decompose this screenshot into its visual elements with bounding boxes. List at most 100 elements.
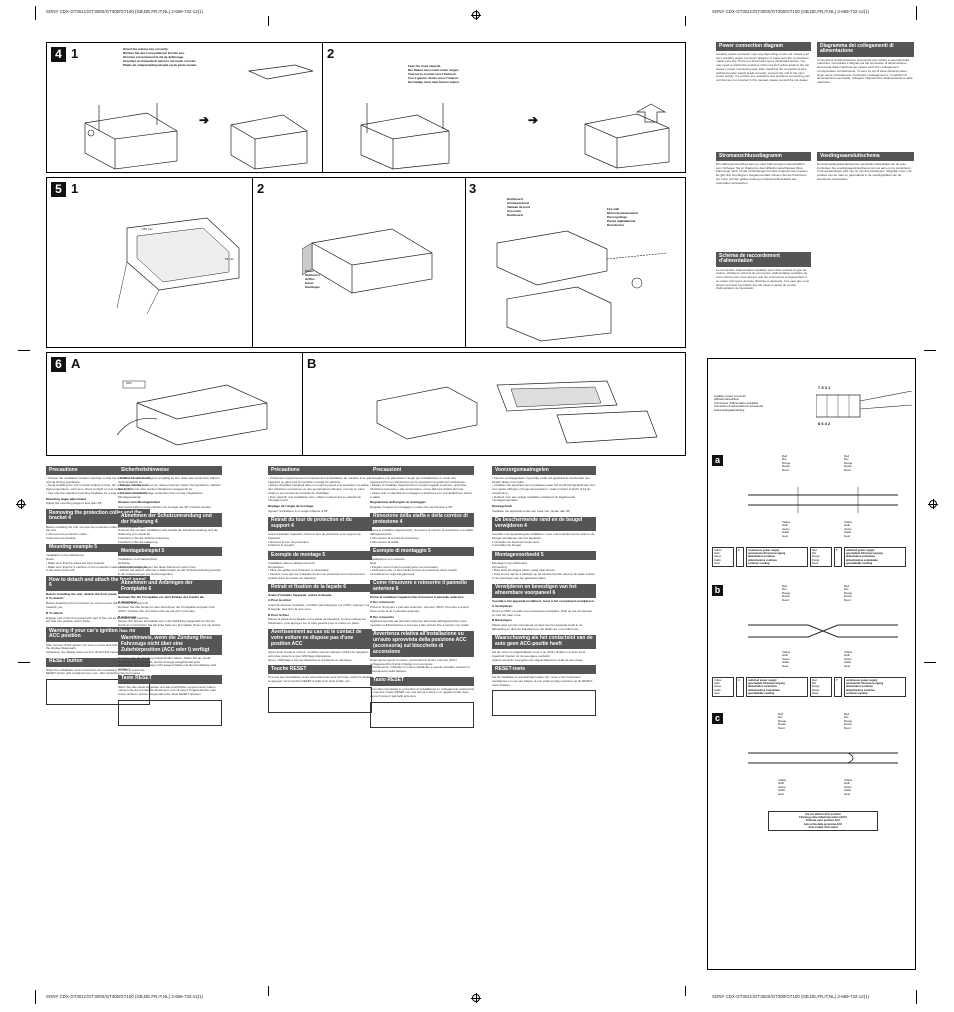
no-acc-note: the car without ACC position Fahrzeug oh… (768, 811, 878, 832)
section-text: Installeer het apparaat onder een hoek v… (492, 508, 572, 513)
column-en: Precautions • Choose the installation lo… (46, 466, 150, 708)
diagram-table: Yellow Gelb Jaune Giallo Geel 4 continuo… (712, 547, 912, 568)
section-heading: Abnehmen und Anbringen der Frontplatte 6 (118, 579, 222, 595)
section-text: Avant de déposer la façade, n'oubliez pa… (268, 603, 370, 611)
pin-numbers-top: 7 5 3 1 (818, 385, 831, 390)
section-text: Auxiliary power connector may vary depen… (716, 51, 811, 82)
subheading: Regolazione dell'angolo di montaggio (370, 500, 426, 505)
step-number: 2 (257, 181, 265, 196)
reset-illustration (268, 686, 372, 713)
crop-mark (35, 6, 36, 20)
section-text: • Scegliere con attenzione il luogo per … (370, 475, 472, 499)
crop-mark (18, 350, 30, 351)
crop-mark (916, 990, 917, 1004)
section-text: Setzen Sie Teil der Frontplatte wie in d… (118, 619, 221, 631)
crop-mark (916, 6, 917, 20)
wiring-drawing (748, 487, 898, 513)
wire-color: Yellow Gelb Jaune Giallo Geel (782, 650, 790, 668)
crop-mark (268, 16, 269, 26)
column-it: Precauzioni • Scegliere con attenzione i… (370, 466, 474, 731)
section-heading: Avvertenza relativa all'installazione su… (370, 630, 474, 657)
subheading: Hinweis zum Montagewinkel (118, 500, 160, 505)
section-text: Avant d'installer l'appareil, retirez le… (268, 532, 361, 548)
dimension-label: 53 mm (225, 257, 235, 261)
part-label: B (307, 356, 317, 371)
section-heading: RESET button (46, 657, 150, 667)
subheading: A Verwijderen (492, 603, 513, 608)
diagram-table: Yellow Gelb Jaune Giallo Geel 4 switched… (712, 677, 912, 698)
registration-mark (16, 499, 26, 509)
section-text: Druk op (OFF) voordat u het voorpaneel v… (492, 608, 592, 617)
unit-drawing (230, 114, 308, 170)
crop-mark (685, 986, 686, 996)
section-heading: Mounting example 5 (46, 543, 150, 553)
section-text: Una volta completate le procedure di ins… (370, 686, 474, 699)
cell: 7 (834, 547, 842, 568)
section-heading: Voedingsaansluitschema (817, 152, 914, 161)
step-number: 2 (327, 46, 335, 61)
section-heading: Touche RESET (268, 665, 372, 675)
registration-mark (471, 993, 481, 1003)
section-text: Plaats deel van het voorpaneel op deel v… (492, 623, 583, 631)
section-text: Nehmen Sie vor dem Installieren des Gerä… (118, 528, 218, 544)
section-heading: Precautions (46, 466, 150, 475)
connector-drawing (816, 391, 913, 418)
diagram-badge: a (712, 455, 723, 466)
subheading: Mounting angle adjustment (46, 496, 87, 501)
section-heading: De beschermende rand en de beugel verwij… (492, 516, 596, 532)
section-text: Applicare la parte del pannello anterior… (370, 619, 470, 628)
section-text: • Choose the installation location caref… (46, 475, 150, 495)
figure-badge: 6 (51, 357, 66, 372)
step-number: 1 (71, 181, 79, 196)
column-nl: Voorzorgsmaatregelen • Kies de montagepl… (492, 466, 596, 719)
cell: Yellow Gelb Jaune Giallo Geel (712, 547, 734, 568)
en-column: Power connection diagram Auxiliary power… (716, 42, 811, 85)
part-label: A (71, 356, 81, 371)
section-text: Nehmen Sie die Frontplatte vor dem Einba… (118, 595, 205, 600)
section-text: Before installing the unit, detach the f… (46, 591, 118, 596)
fr-column: Schéma de raccordement d'alimentation Le… (716, 252, 811, 293)
registration-mark (928, 499, 938, 509)
section-text: • Kies de montageplaats zorgvuldig zodat… (492, 475, 596, 503)
section-heading: Exemple de montage 5 (268, 551, 372, 560)
section-text: Installazione nel cruscotto Note • Piega… (370, 557, 457, 577)
column-fr: Précautions • Choisissez soigneusement l… (268, 466, 372, 716)
section-text: Ajustez l'inclinaison à un angle inférie… (268, 508, 330, 513)
step-number: 1 (71, 46, 79, 61)
dashboard-opening-drawing (116, 217, 240, 315)
section-heading: Warnhinweis, wenn die Zündung Ihres Fahr… (118, 634, 222, 655)
step-number: 3 (469, 181, 477, 196)
cell: Red Rot Rouge Rosso Rood (810, 677, 832, 698)
section-text: Als de motor is uitgeschakeld, moet u op… (492, 650, 586, 662)
section-text: Une fois que l'installation et les racco… (268, 675, 372, 683)
section-heading: Retrait et fixation de la façade 6 (268, 583, 372, 593)
section-text: Il connettore di alimentazione accessori… (817, 57, 913, 84)
figure-badge: 4 (51, 47, 66, 62)
registration-mark (471, 10, 481, 20)
nl-column: Voedingsaansluitschema De hulpvoedingsaa… (817, 152, 914, 184)
section-text: Prima di installare l'apparecchio, rimuo… (370, 528, 473, 544)
wire-color: Red Rot Rouge Rosso Rood (778, 712, 787, 730)
section-text: Voordat u het apparaat installeert, moet… (492, 599, 595, 604)
cell: 7 (834, 677, 842, 698)
cell: switched power supply geschaltete Stromv… (746, 677, 808, 698)
arrow-icon: ➔ (199, 113, 210, 127)
unit-drawing (360, 103, 450, 170)
section-text: Après avoir coupé le moteur, n'oubliez p… (268, 650, 368, 662)
crop-mark (35, 990, 36, 1004)
section-text: When the installation and connections ar… (46, 667, 145, 676)
section-text: Drücken Sie das Gerät vor dem Abnehmen d… (118, 605, 215, 613)
wire-color: Yellow Gelb Jaune Giallo Geel (778, 778, 786, 796)
section-text: De hulpvoedingsaansluiting kan verschill… (817, 161, 912, 181)
subheading: B Bevestigen (492, 618, 512, 623)
section-text: Avant d'installer l'appareil, retirez la… (268, 593, 333, 598)
reset-illustration (118, 699, 222, 726)
wiring-drawing (748, 752, 898, 764)
caption: Face the hook inwards. Der Haken muss na… (408, 64, 460, 84)
subheading: A Abnehmen (118, 600, 137, 605)
section-heading: Esempio di montaggio 5 (370, 547, 474, 557)
section-text: Placez la partie de la façade sur la par… (268, 617, 367, 626)
section-heading: Diagramma dei collegamenti di alimentazi… (817, 42, 914, 57)
subheading: Montagehoek (492, 504, 512, 508)
crop-mark (924, 350, 936, 351)
